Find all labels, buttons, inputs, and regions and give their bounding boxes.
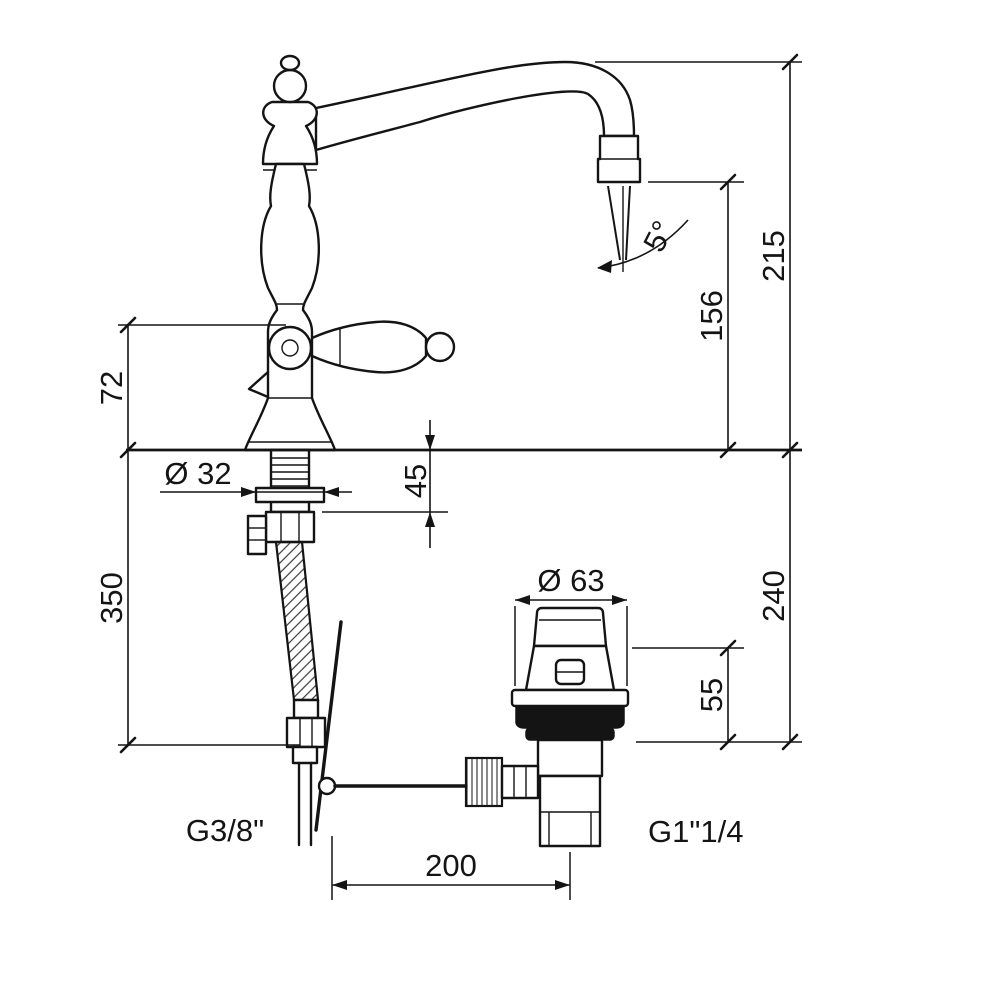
- column-baluster: [243, 162, 337, 452]
- waste-plug-cap: [532, 606, 608, 648]
- label-waste-thread: G1"1/4: [648, 814, 743, 849]
- arrow-dia32-left: [241, 487, 256, 497]
- shank-threads: [272, 457, 308, 487]
- mounting-nut: [264, 510, 316, 544]
- arrow-angle-arc: [597, 260, 612, 273]
- handle-hub-cap: [281, 339, 299, 357]
- lever-end-ball: [424, 331, 456, 363]
- dim-label-below-deck: 240: [756, 570, 791, 622]
- waste-tailpiece: [538, 774, 602, 848]
- label-outlet-angle: 5°: [636, 215, 681, 257]
- finial-knob: [279, 54, 301, 72]
- dimension-lines: [127, 62, 791, 886]
- label-supply-thread: G3/8": [186, 813, 264, 848]
- water-stream: [607, 185, 631, 272]
- dim-label-axis-distance: 200: [425, 848, 477, 883]
- supply-assembly: [246, 448, 468, 847]
- handle-hub: [267, 325, 313, 371]
- dim-label-handle-height: 72: [94, 371, 129, 405]
- spout-bell-cap: [261, 100, 319, 166]
- fixing-stud: [246, 514, 268, 556]
- arrow-45-bottom: [425, 512, 435, 527]
- dim-label-hole-diameter: Ø 32: [164, 456, 231, 491]
- shank-flange: [254, 486, 326, 504]
- extension-lines: [118, 61, 802, 900]
- pop-up-rod: [314, 620, 343, 832]
- arrow-200-left: [332, 880, 347, 890]
- faucet-body: [243, 54, 642, 452]
- rod-clamp-knurled: [464, 756, 504, 808]
- arrow-dia63-left: [515, 595, 530, 605]
- dimension-arrows: [241, 260, 627, 890]
- dim-label-hose-length: 350: [94, 572, 129, 624]
- dim-label-waste-height: 55: [694, 678, 729, 712]
- rod-clamp-connector: [500, 764, 540, 800]
- waste-assembly: [464, 606, 630, 848]
- hose-nut: [285, 716, 327, 749]
- pop-up-pivot-ball: [317, 776, 337, 796]
- dimension-ticks: [119, 53, 799, 754]
- hose-ferrule: [292, 698, 320, 720]
- rubber-seal-upper: [515, 705, 625, 729]
- dim-label-shank-length: 45: [398, 464, 433, 498]
- dimension-labels: 215 156 240 55 72 350 Ø 32 45 Ø 63 200 G…: [94, 215, 791, 883]
- spout: [314, 60, 636, 152]
- arrow-200-right: [555, 880, 570, 890]
- braided-hose: [274, 540, 320, 702]
- finial-ball: [272, 68, 308, 104]
- handle-lever: [310, 320, 428, 374]
- arrow-dia63-right: [612, 595, 627, 605]
- dim-label-overall-height: 215: [756, 230, 791, 282]
- dim-label-spout-height: 156: [694, 290, 729, 342]
- hose-collar: [291, 745, 319, 765]
- rubber-seal-lower: [525, 727, 615, 741]
- dim-label-flange-diameter: Ø 63: [537, 563, 604, 598]
- arrow-dia32-right: [324, 487, 339, 497]
- body-lug: [247, 370, 270, 399]
- arrow-45-top: [425, 435, 435, 450]
- waste-flange: [510, 688, 630, 708]
- waste-mid-body: [536, 738, 604, 778]
